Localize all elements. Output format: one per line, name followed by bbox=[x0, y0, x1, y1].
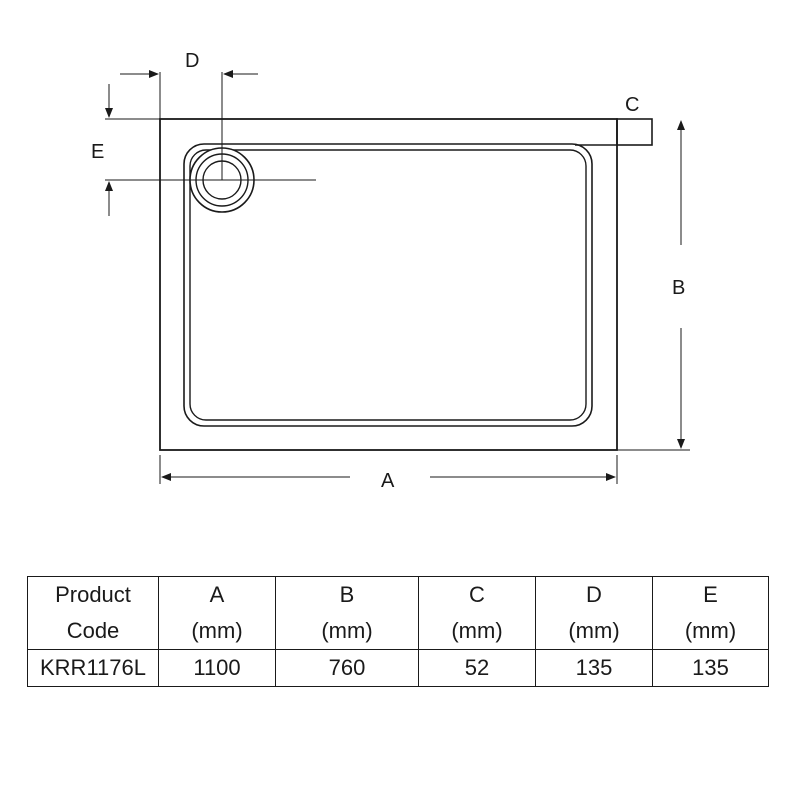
cell-product-code: KRR1176L bbox=[27, 649, 159, 687]
dimensions-table: Product Code A (mm) B (mm) C (mm) D (mm)… bbox=[27, 576, 769, 687]
header-line: D bbox=[586, 582, 602, 607]
label-c: C bbox=[625, 94, 639, 116]
header-d: D (mm) bbox=[535, 576, 653, 650]
label-d: D bbox=[185, 50, 199, 72]
header-line: B bbox=[339, 582, 355, 607]
cell-d: 135 bbox=[535, 649, 653, 687]
header-c: C (mm) bbox=[418, 576, 536, 650]
header-line: E bbox=[703, 582, 718, 607]
basin-inner-edge bbox=[189, 149, 587, 421]
tray-outline bbox=[159, 118, 618, 451]
label-e: E bbox=[91, 141, 104, 163]
header-b: B (mm) bbox=[275, 576, 419, 650]
header-line: Code bbox=[66, 618, 120, 643]
header-line: (mm) bbox=[191, 618, 243, 643]
header-line: (mm) bbox=[684, 618, 737, 643]
header-e: E (mm) bbox=[652, 576, 769, 650]
header-line: (mm) bbox=[321, 618, 373, 643]
cell-a: 1100 bbox=[158, 649, 276, 687]
header-product-code: Product Code bbox=[27, 576, 159, 650]
header-line: Product bbox=[55, 582, 131, 607]
header-line: (mm) bbox=[451, 618, 503, 643]
table-header-row: Product Code A (mm) B (mm) C (mm) D (mm)… bbox=[27, 576, 769, 650]
label-b: B bbox=[672, 277, 685, 299]
cell-c: 52 bbox=[418, 649, 536, 687]
label-a: A bbox=[381, 470, 395, 492]
basin-outer-edge bbox=[183, 143, 593, 427]
upstand-c bbox=[616, 118, 653, 146]
header-line: A bbox=[209, 582, 225, 607]
header-line: C bbox=[469, 582, 485, 607]
shower-tray-diagram: C D E B A bbox=[91, 50, 690, 492]
header-line: (mm) bbox=[568, 618, 620, 643]
table-row: KRR1176L 1100 760 52 135 135 bbox=[27, 649, 769, 687]
cell-e: 135 bbox=[652, 649, 769, 687]
header-a: A (mm) bbox=[158, 576, 276, 650]
cell-b: 760 bbox=[275, 649, 419, 687]
